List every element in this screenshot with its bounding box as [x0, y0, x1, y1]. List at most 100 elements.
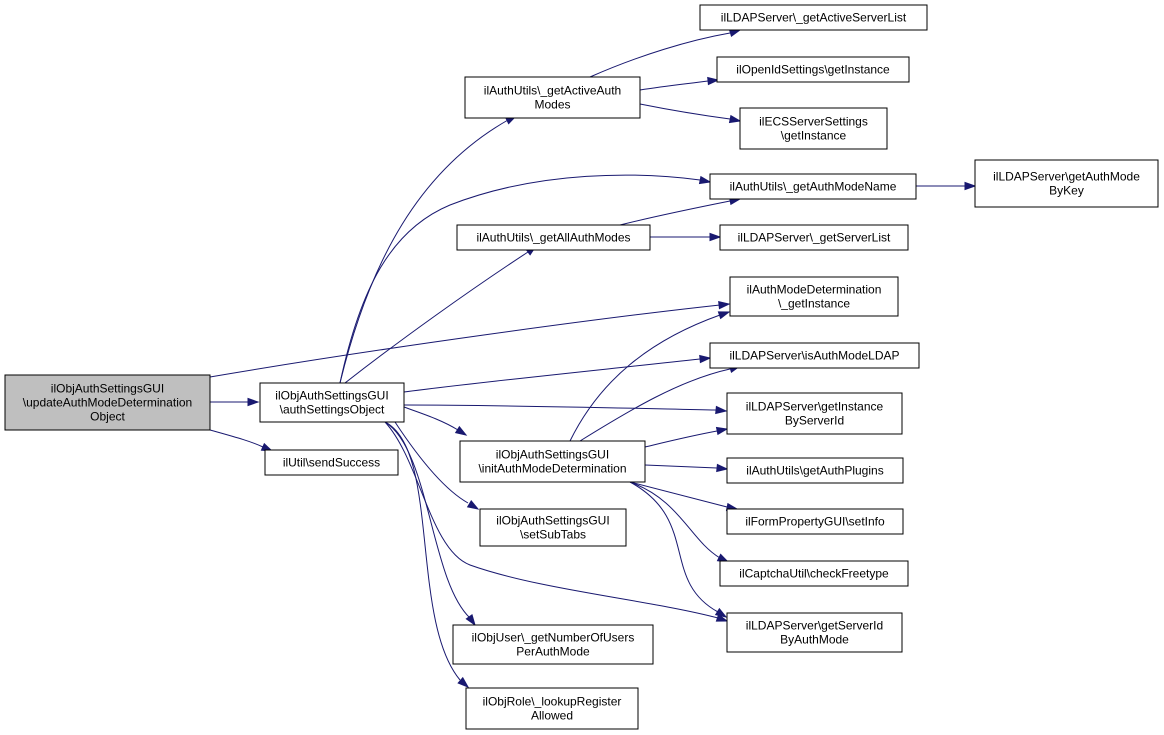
node-label-line: ilObjAuthSettingsGUI: [496, 448, 609, 462]
node-initAuthModeDetermination[interactable]: ilObjAuthSettingsGUI\initAuthModeDetermi…: [459, 440, 646, 483]
node-root: ilObjAuthSettingsGUI\updateAuthModeDeter…: [4, 374, 211, 431]
node-ecsGetInstance[interactable]: ilECSServerSettings\getInstance: [739, 107, 888, 150]
edge-line: [639, 103, 731, 120]
edge-line: [644, 464, 718, 469]
edge-line: [209, 304, 721, 378]
arrowhead: [465, 614, 476, 627]
edge-line: [629, 481, 721, 559]
node-label-line: ilFormPropertyGUI\setInfo: [745, 515, 885, 529]
node-setSubTabs[interactable]: ilObjAuthSettingsGUI\setSubTabs: [479, 508, 627, 547]
node-authSettingsObject[interactable]: ilObjAuthSettingsGUI\authSettingsObject: [259, 382, 405, 423]
arrowhead: [716, 463, 729, 473]
node-label-line: \_getInstance: [778, 297, 850, 311]
edge-line: [644, 430, 718, 448]
edge-line: [569, 314, 721, 442]
node-box: [4, 374, 211, 431]
node-label-line: ilObjAuthSettingsGUI: [51, 382, 164, 396]
node-label-line: ilLDAPServer\isAuthModeLDAP: [729, 349, 899, 363]
edge-authSettingsObject-to-setSubTabs: [394, 421, 480, 510]
node-box: [739, 107, 888, 150]
node-label-line: \authSettingsObject: [280, 403, 385, 417]
arrowhead: [457, 676, 470, 688]
edge-authSettingsObject-to-getAllAuthModes: [344, 245, 538, 384]
node-setInfo[interactable]: ilFormPropertyGUI\setInfo: [726, 508, 904, 535]
arrowhead: [728, 28, 742, 38]
node-label-line: ilLDAPServer\getInstance: [746, 400, 884, 414]
edge-line: [384, 421, 719, 619]
node-box: [729, 276, 899, 317]
node-label-line: ilAuthUtils\_getActiveAuth: [484, 84, 621, 98]
node-label-line: ilAuthModeDetermination: [747, 283, 882, 297]
edge-getActiveAuthModes-to-openIdGetInstance: [639, 76, 720, 91]
arrowhead: [715, 405, 728, 415]
node-label-line: ilCaptchaUtil\checkFreetype: [739, 567, 889, 581]
node-box: [452, 624, 654, 665]
node-getAllAuthModes[interactable]: ilAuthUtils\_getAllAuthModes: [456, 224, 651, 251]
node-box: [719, 560, 909, 587]
edge-root-to-authSettingsObject: [210, 397, 260, 407]
arrowhead: [466, 499, 480, 510]
node-label-line: Allowed: [531, 709, 573, 723]
node-box: [465, 687, 639, 730]
node-openIdGetInstance[interactable]: ilOpenIdSettings\getInstance: [716, 56, 910, 83]
node-getAuthPlugins[interactable]: ilAuthUtils\getAuthPlugins: [726, 457, 904, 484]
node-getServerList[interactable]: ilLDAPServer\_getServerList: [719, 224, 909, 251]
node-box: [259, 382, 405, 423]
node-amdGetInstance[interactable]: ilAuthModeDetermination\_getInstance: [729, 276, 899, 317]
node-checkFreetype[interactable]: ilCaptchaUtil\checkFreetype: [719, 560, 909, 587]
edge-line: [403, 358, 701, 393]
node-getAuthModeName[interactable]: ilAuthUtils\_getAuthModeName: [709, 173, 917, 200]
node-box: [264, 449, 399, 476]
edge-line: [639, 80, 709, 91]
node-box: [719, 224, 909, 251]
node-label-line: ilUtil\sendSuccess: [283, 456, 380, 470]
node-label-line: ilObjRole\_lookupRegister: [483, 695, 622, 709]
node-box: [726, 392, 903, 435]
node-box: [709, 342, 920, 369]
edge-getAllAuthModes-to-getAuthModeName: [619, 196, 742, 226]
edge-authSettingsObject-to-getInstanceByServerId: [403, 404, 728, 415]
node-label-line: ilLDAPServer\getServerId: [746, 619, 883, 633]
arrowhead: [714, 607, 728, 618]
node-box: [456, 224, 651, 251]
edge-getActiveAuthModes-to-ecsGetInstance: [639, 103, 742, 124]
node-label-line: PerAuthMode: [516, 645, 590, 659]
arrowhead: [964, 181, 977, 191]
edge-line: [384, 421, 471, 619]
node-box: [709, 173, 917, 200]
arrowhead: [715, 613, 729, 622]
node-label-line: ByAuthMode: [780, 633, 849, 647]
edge-initAuthModeDetermination-to-setInfo: [629, 481, 739, 512]
node-sendSuccess[interactable]: ilUtil\sendSuccess: [264, 449, 399, 476]
node-label-line: \initAuthModeDetermination: [478, 462, 626, 476]
edge-line: [629, 481, 728, 508]
node-label-line: Modes: [534, 98, 570, 112]
call-nodes: ilObjAuthSettingsGUI\updateAuthModeDeter…: [4, 4, 1159, 730]
node-box: [726, 612, 903, 653]
node-isAuthModeLDAP[interactable]: ilLDAPServer\isAuthModeLDAP: [709, 342, 920, 369]
node-label-line: ByKey: [1049, 184, 1084, 198]
arrowhead: [454, 425, 468, 436]
edge-line: [589, 32, 731, 78]
arrowhead: [728, 114, 742, 124]
node-label-line: ilLDAPServer\_getActiveServerList: [721, 11, 907, 25]
edge-line: [394, 421, 469, 504]
node-label-line: ilObjUser\_getNumberOfUsers: [472, 631, 635, 645]
node-label-line: ilECSServerSettings: [759, 115, 868, 129]
edge-line: [619, 200, 731, 226]
arrowhead: [707, 76, 720, 86]
node-getActiveServerList[interactable]: ilLDAPServer\_getActiveServerList: [699, 4, 928, 31]
node-box: [716, 56, 910, 83]
node-label-line: \setSubTabs: [520, 528, 586, 542]
node-label-line: ilAuthUtils\_getAllAuthModes: [476, 231, 630, 245]
edge-line: [629, 481, 719, 613]
node-label-line: ilObjAuthSettingsGUI: [275, 389, 388, 403]
edge-line: [344, 251, 529, 384]
